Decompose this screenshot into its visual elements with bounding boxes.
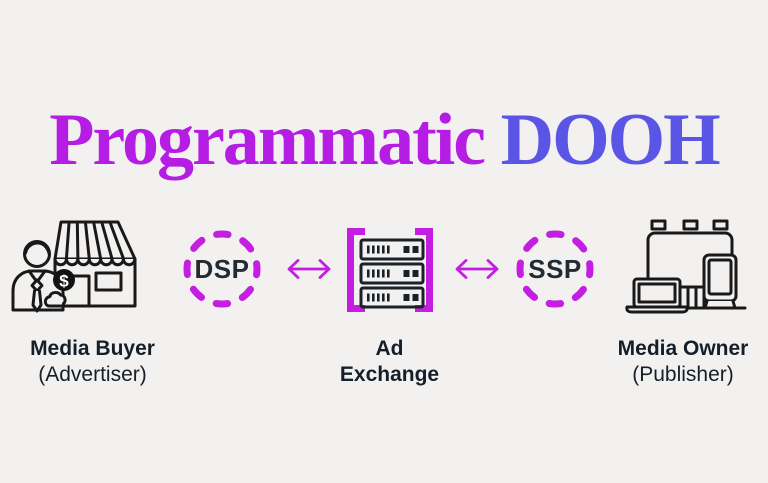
- dsp-label: DSP: [194, 253, 250, 284]
- ad-exchange-node: [340, 224, 440, 321]
- advertiser-storefront-icon: $: [11, 220, 137, 313]
- billboard-base-slats: [686, 285, 698, 310]
- server-row: [359, 286, 425, 309]
- media-owner-label-main: Media Owner: [617, 337, 749, 360]
- tie-tail: [31, 289, 43, 313]
- double-arrow-icon: [287, 259, 331, 279]
- ad-exchange-label: Ad Exchange: [302, 336, 477, 388]
- dsp-node: DSP: [180, 227, 264, 311]
- dsp-dashed-circle-icon: [183, 230, 261, 308]
- billboard-light: [650, 219, 667, 231]
- title-programmatic: Programmatic: [49, 98, 501, 181]
- server-details: [367, 245, 419, 302]
- page-title: Programmatic DOOH: [0, 98, 768, 181]
- awning-scallops: [53, 257, 137, 267]
- laptop-screen: [637, 282, 677, 304]
- left-bracket: [347, 228, 365, 312]
- double-arrow-path: [455, 259, 499, 279]
- dashed-ring: [516, 230, 594, 308]
- ssp-label: SSP: [528, 253, 582, 284]
- person-hair: [24, 241, 51, 255]
- double-arrow-icon: [455, 259, 499, 279]
- awning-stripes: [64, 220, 126, 261]
- server-row: [359, 238, 425, 261]
- media-buyer-label-main: Media Buyer: [30, 337, 155, 360]
- ad-exchange-label-line1: Ad: [375, 337, 404, 360]
- title-dooh: DOOH: [500, 98, 721, 181]
- tie-knot: [30, 278, 44, 293]
- media-owner-label-sub: (Publisher): [632, 363, 734, 386]
- bush-shape: [43, 291, 67, 308]
- server-row: [359, 262, 425, 285]
- media-buyer-label: Media Buyer (Advertiser): [5, 336, 180, 388]
- dollar-badge: [53, 269, 75, 291]
- ad-exchange-label-line2: Exchange: [339, 363, 440, 386]
- dashed-ring: [183, 230, 261, 308]
- media-buyer-label-sub: (Advertiser): [38, 363, 147, 386]
- media-buyer-node: $: [8, 209, 140, 322]
- store-window: [94, 271, 123, 292]
- billboard-light: [712, 219, 729, 231]
- server-stack-in-brackets-icon: [347, 228, 433, 312]
- right-bracket: [415, 228, 433, 312]
- media-owner-label: Media Owner (Publisher): [594, 336, 768, 388]
- kiosk-base: [703, 299, 737, 310]
- billboard-light: [682, 219, 699, 231]
- media-owner-node: [612, 211, 754, 322]
- billboard-screens-icon: [625, 219, 747, 314]
- kiosk-screen: [707, 258, 733, 296]
- ssp-node: SSP: [513, 227, 597, 311]
- dollar-sign: $: [59, 272, 69, 291]
- ssp-dashed-circle-icon: [516, 230, 594, 308]
- laptop-keyboard-base: [625, 305, 689, 314]
- double-arrow-path: [287, 259, 331, 279]
- billboard-base: [678, 285, 706, 310]
